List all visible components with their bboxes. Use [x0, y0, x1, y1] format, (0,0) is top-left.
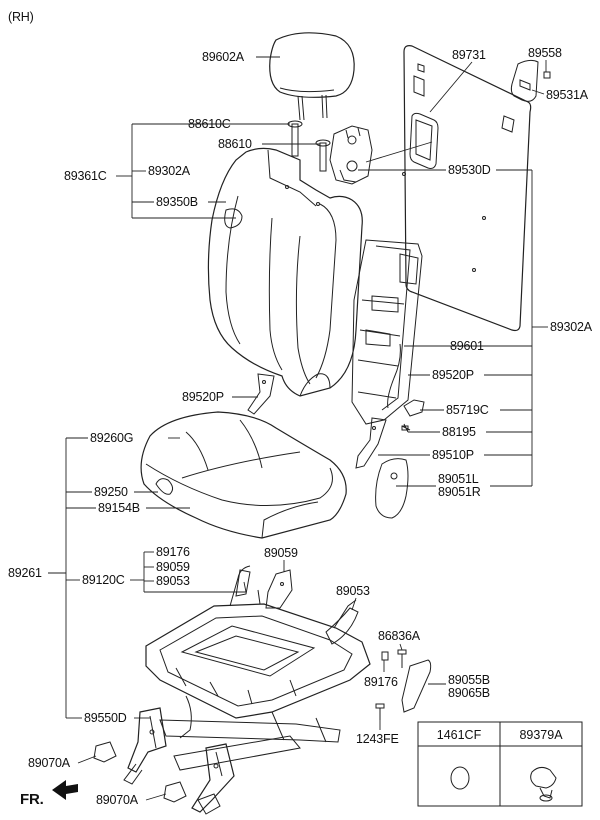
part-label-89520P-right: 89520P — [432, 368, 474, 382]
part-label-89261: 89261 — [8, 566, 42, 580]
rails-drawing — [123, 695, 341, 815]
part-label-88610C: 88610C — [188, 117, 231, 131]
legend-header-1461CF: 1461CF — [436, 728, 482, 742]
part-label-89059-b: 89059 — [264, 546, 298, 560]
part-label-89053-a: 89053 — [156, 574, 190, 588]
part-label-89510P: 89510P — [432, 448, 474, 462]
part-label-89059-a: 89059 — [156, 560, 190, 574]
variant-label: (RH) — [8, 10, 34, 24]
seat-back-drawing — [207, 147, 363, 397]
part-label-89250: 89250 — [94, 485, 128, 499]
front-arrow-icon — [52, 780, 78, 800]
part-label-89070A-a: 89070A — [28, 756, 70, 770]
nut-89176 — [381, 651, 389, 661]
part-label-89520P-left: 89520P — [182, 390, 224, 404]
headrest-guides — [287, 120, 331, 172]
hinge-89520P-left — [247, 373, 275, 415]
part-label-89176-a: 89176 — [156, 545, 190, 559]
cover-89531A — [510, 59, 539, 102]
part-label-89154B: 89154B — [98, 501, 140, 515]
part-label-89260G: 89260G — [90, 431, 134, 445]
part-label-1243FE: 1243FE — [356, 732, 399, 746]
part-label-89070A-b: 89070A — [96, 793, 138, 807]
part-label-89550D: 89550D — [84, 711, 127, 725]
cover-89055B — [401, 659, 432, 713]
headrest-drawing — [269, 32, 355, 121]
hinge-89510P — [355, 417, 387, 469]
cap-89070A-b — [163, 781, 187, 803]
legend-header-89379A: 89379A — [519, 728, 563, 742]
part-label-89531A: 89531A — [546, 88, 588, 102]
part-label-89051R: 89051R — [438, 485, 481, 499]
front-marker-label: FR. — [20, 791, 44, 808]
bracket-89053 — [325, 607, 359, 645]
cover-89051 — [375, 458, 409, 519]
cushion-frame-drawing — [145, 565, 371, 719]
plug-1461CF-icon — [450, 766, 470, 790]
part-label-89530D: 89530D — [448, 163, 491, 177]
part-label-89176-b: 89176 — [364, 675, 398, 689]
part-label-89350B: 89350B — [156, 195, 198, 209]
back-frame-drawing — [351, 239, 423, 425]
clip-89379A-icon — [530, 766, 557, 802]
handle-85719C — [403, 399, 425, 417]
part-label-85719C: 85719C — [446, 403, 489, 417]
clip-89558 — [543, 71, 551, 79]
part-label-89302A-left: 89302A — [148, 164, 190, 178]
part-label-89731: 89731 — [452, 48, 486, 62]
part-label-89601: 89601 — [450, 339, 484, 353]
recliner-89530D — [329, 125, 373, 185]
legend-table — [417, 721, 583, 807]
bolt-86836A — [397, 649, 407, 668]
part-label-88195: 88195 — [442, 425, 476, 439]
leader-lines — [48, 56, 548, 801]
cap-89070A-a — [93, 741, 117, 763]
screw-1243FE — [375, 703, 385, 720]
back-panel-drawing — [402, 45, 532, 332]
part-label-89055B: 89055B — [448, 673, 490, 687]
part-label-88610: 88610 — [218, 137, 252, 151]
part-label-89302A-right: 89302A — [550, 320, 592, 334]
part-label-89053-b: 89053 — [336, 584, 370, 598]
part-label-89065B: 89065B — [448, 686, 490, 700]
bolt-88195 — [401, 423, 411, 433]
bracket-89059 — [265, 569, 293, 609]
part-label-86836A: 86836A — [378, 629, 420, 643]
part-label-89361C: 89361C — [64, 169, 107, 183]
part-label-89558: 89558 — [528, 46, 562, 60]
part-label-89051L: 89051L — [438, 472, 479, 486]
seat-cushion-drawing — [140, 411, 347, 539]
part-label-89602A: 89602A — [202, 50, 244, 64]
part-label-89120C: 89120C — [82, 573, 125, 587]
